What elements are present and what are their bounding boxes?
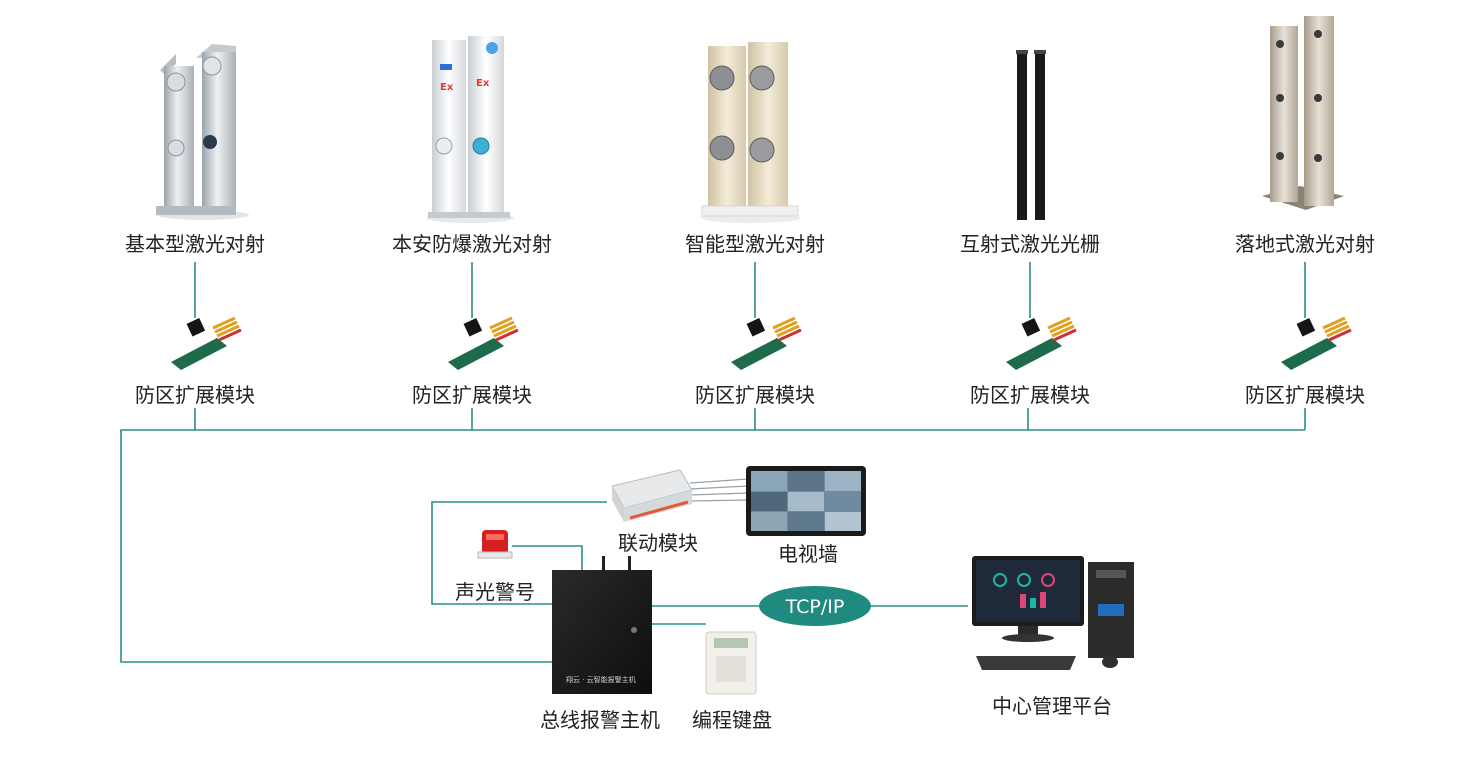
linkage-module-label: 联动模块 xyxy=(618,531,698,555)
connection-lines xyxy=(120,262,1306,663)
detector-label-3: 智能型激光对射 xyxy=(685,232,825,256)
zone-module-icon-1 xyxy=(171,316,242,370)
center-computer-icon xyxy=(972,556,1134,670)
alarm-host-icon: 翔云 · 云智能报警主机 xyxy=(552,556,652,694)
explosion-proof-laser-beam-icon: Ex Ex xyxy=(426,36,514,223)
host-badge: 翔云 · 云智能报警主机 xyxy=(566,675,636,684)
siren-icon xyxy=(477,530,513,559)
alarm-host-label: 总线报警主机 xyxy=(540,708,660,732)
module-label-3: 防区扩展模块 xyxy=(695,383,815,407)
detector-label-5: 落地式激光对射 xyxy=(1235,232,1375,256)
zone-module-icon-3 xyxy=(731,316,802,370)
module-label-4: 防区扩展模块 xyxy=(970,383,1090,407)
video-cables xyxy=(689,478,749,502)
tv-wall-icon xyxy=(746,466,866,536)
detector-label-1: 基本型激光对射 xyxy=(125,232,265,256)
svg-text:Ex: Ex xyxy=(440,82,454,93)
siren-label: 声光警号 xyxy=(455,580,535,604)
module-label-2: 防区扩展模块 xyxy=(412,383,532,407)
detector-label-4: 互射式激光光栅 xyxy=(960,232,1100,256)
tv-wall-label: 电视墙 xyxy=(778,542,838,566)
basic-laser-beam-icon xyxy=(156,44,249,220)
tcp-ip-bubble: TCP/IP xyxy=(759,586,871,626)
svg-text:Ex: Ex xyxy=(476,78,490,89)
detector-label-2: 本安防爆激光对射 xyxy=(392,232,552,256)
keyboard-label: 编程键盘 xyxy=(692,708,772,732)
module-label-5: 防区扩展模块 xyxy=(1245,383,1365,407)
floor-laser-beam-icon xyxy=(1262,16,1344,210)
programming-keyboard-icon xyxy=(705,631,757,695)
zone-module-icon-4 xyxy=(1006,316,1077,370)
smart-laser-beam-icon xyxy=(701,42,801,223)
tcp-ip-label: TCP/IP xyxy=(785,596,845,618)
linkage-module-icon xyxy=(611,469,693,522)
zone-module-icon-2 xyxy=(448,316,519,370)
laser-grating-icon xyxy=(1016,50,1046,220)
module-label-1: 防区扩展模块 xyxy=(135,383,255,407)
zone-module-icon-5 xyxy=(1281,316,1352,370)
center-platform-label: 中心管理平台 xyxy=(992,694,1112,718)
